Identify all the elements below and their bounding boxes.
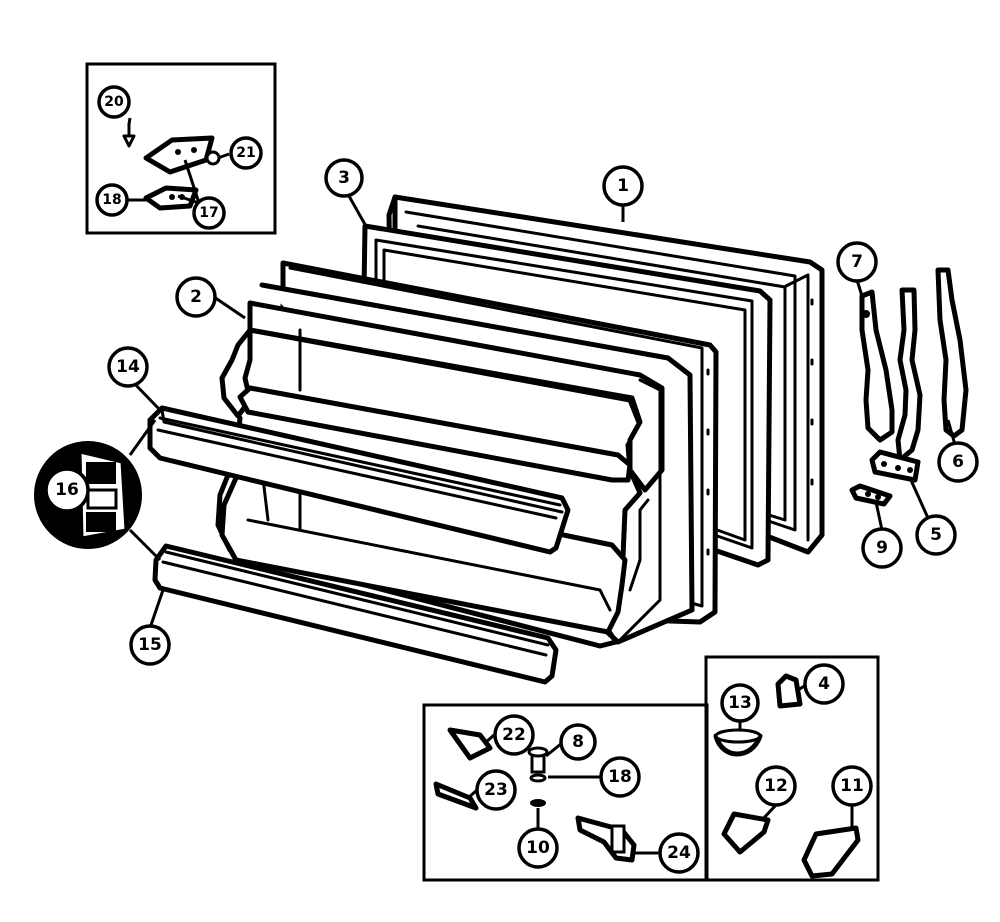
svg-text:24: 24 [667,843,691,863]
callout-8: 8 [559,723,597,761]
callout-1: 1 [602,165,644,207]
callout-18-hinge: 18 [95,183,129,217]
svg-text:17: 17 [199,205,218,221]
svg-text:20: 20 [104,94,124,110]
svg-text:6: 6 [952,452,964,472]
callout-11: 11 [831,765,873,807]
upper-shelf-rail [147,405,571,555]
svg-text:8: 8 [572,732,584,752]
svg-text:18: 18 [608,767,632,787]
small-parts-inset [704,655,880,882]
callout-22: 22 [493,714,535,756]
svg-text:21: 21 [236,145,255,161]
svg-text:13: 13 [728,693,752,713]
callout-24: 24 [658,832,700,874]
svg-text:14: 14 [116,357,140,377]
door-liner [215,260,719,649]
svg-text:9: 9 [876,538,888,558]
svg-text:4: 4 [818,674,830,694]
callout-14: 14 [107,346,149,388]
callout-10: 10 [517,827,559,869]
callout-21: 21 [229,136,263,170]
callout-18-handle: 18 [599,756,641,798]
hinge-assembly [122,122,221,211]
svg-text:2: 2 [190,287,202,307]
callout-3: 3 [324,158,364,198]
svg-text:3: 3 [338,168,350,188]
leader-lines [127,117,957,855]
callout-2: 2 [175,276,217,318]
callout-9: 9 [861,527,903,569]
svg-text:16: 16 [55,480,79,500]
svg-text:7: 7 [851,252,863,272]
lower-shelf-rail [152,543,559,685]
handle-parts [433,727,637,863]
callout-6: 6 [937,441,979,483]
svg-text:10: 10 [526,838,550,858]
door-handle [859,289,895,443]
hinge-detail-inset [85,62,277,235]
callout-13: 13 [720,683,760,723]
svg-text:22: 22 [502,725,526,745]
callout-7: 7 [836,241,878,283]
small-parts [713,673,861,879]
svg-text:5: 5 [930,525,942,545]
callout-12: 12 [755,765,797,807]
svg-text:23: 23 [484,780,508,800]
callout-16: 16 [44,467,90,513]
svg-text:18: 18 [102,192,121,208]
callout-17: 17 [192,196,226,230]
svg-text:1: 1 [617,176,629,196]
callout-20: 20 [97,85,131,119]
svg-text:12: 12 [764,776,788,796]
callout-5: 5 [915,514,957,556]
callout-4: 4 [803,663,845,705]
svg-text:11: 11 [840,776,864,796]
handle-screws [849,483,893,507]
callout-15: 15 [129,624,171,666]
svg-text:15: 15 [138,635,162,655]
handle-trim [935,267,969,439]
callout-23: 23 [475,769,517,811]
handle-bracket [869,287,923,483]
